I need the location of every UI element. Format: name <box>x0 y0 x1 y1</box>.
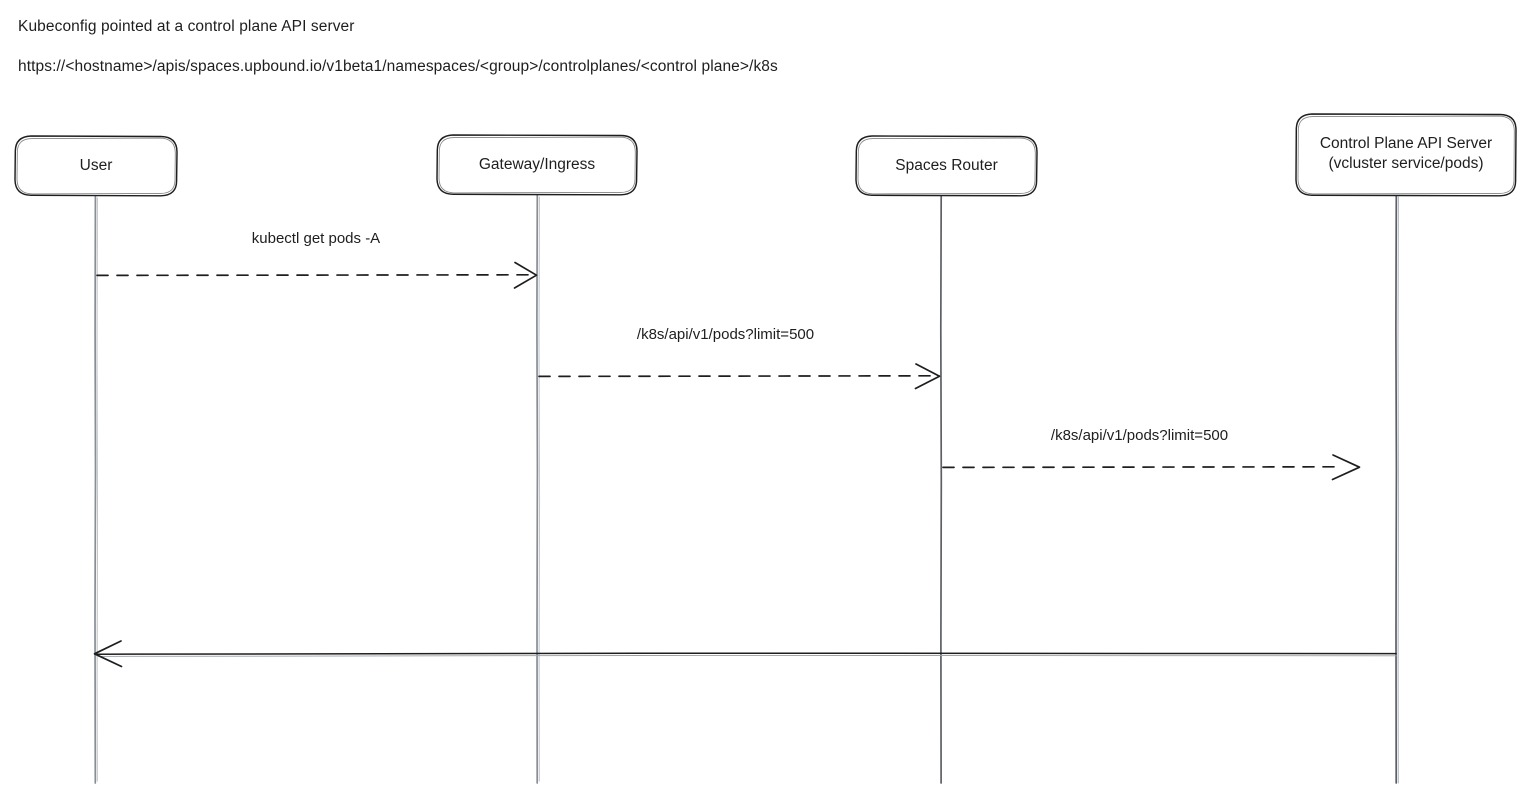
participant-box-gateway[interactable] <box>436 134 638 196</box>
lifeline-spaces-router <box>939 195 943 784</box>
participant-box-user[interactable] <box>14 135 178 197</box>
lifeline-gateway-shadow <box>538 196 541 782</box>
lifeline-gateway <box>536 194 539 784</box>
lifeline-control-plane <box>1395 195 1398 784</box>
participant-boxes-layer <box>14 113 1517 197</box>
lifeline-user <box>94 195 97 784</box>
lifelines-layer <box>94 194 1400 784</box>
message-arrow-router-to-control-plane[interactable] <box>942 454 1361 481</box>
header-title: Kubeconfig pointed at a control plane AP… <box>18 18 355 35</box>
message-arrow-gateway-to-router[interactable] <box>538 363 941 390</box>
header-url: https://<hostname>/apis/spaces.upbound.i… <box>18 58 778 75</box>
participant-box-control-plane[interactable] <box>1295 113 1517 197</box>
message-arrow-response-to-user[interactable] <box>93 640 1397 668</box>
lifeline-user-shadow <box>96 197 99 782</box>
messages-layer <box>93 261 1397 668</box>
participant-box-spaces-router[interactable] <box>855 135 1038 197</box>
message-arrow-kubectl-get-pods[interactable] <box>96 261 538 289</box>
lifeline-control-plane-shadow <box>1397 196 1400 784</box>
